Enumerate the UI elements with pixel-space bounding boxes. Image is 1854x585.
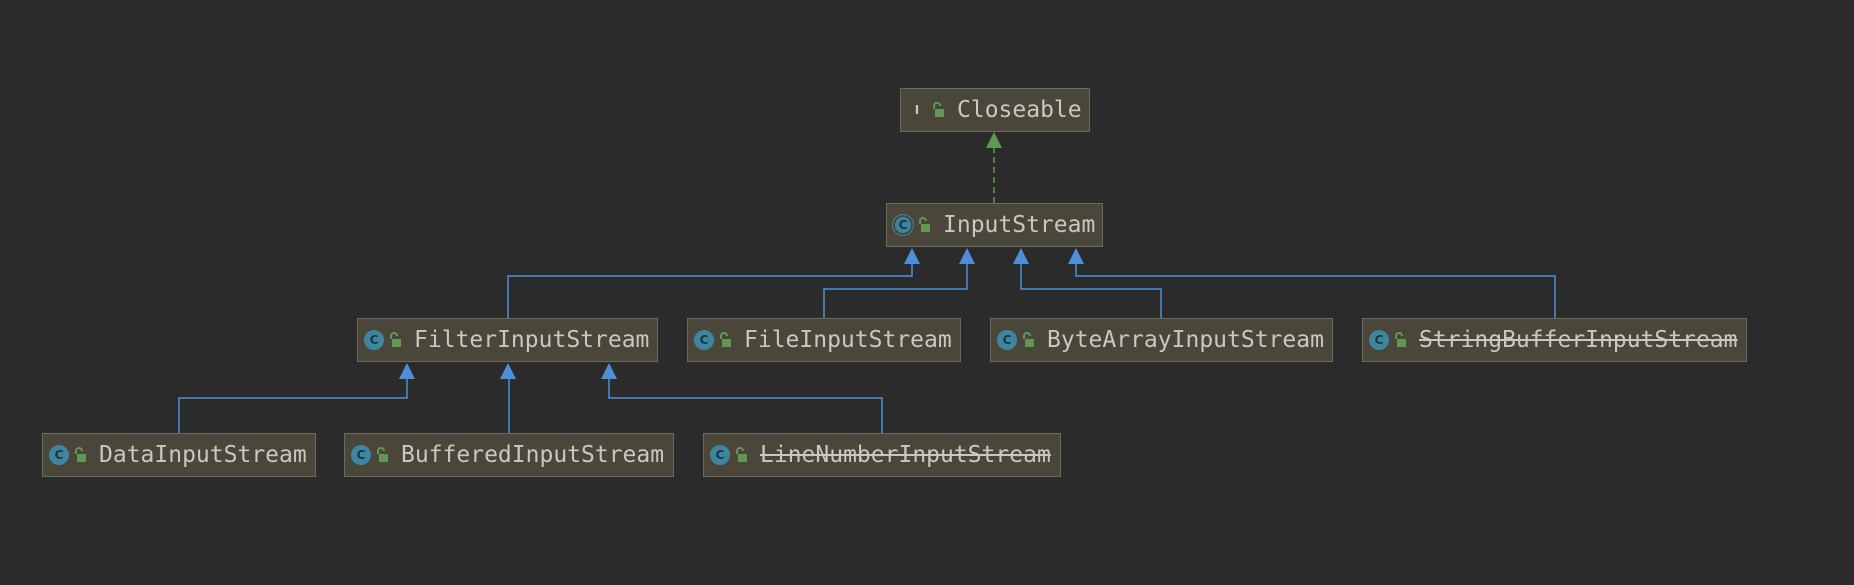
extends-arrowhead bbox=[399, 363, 415, 379]
class-node-bufferedinputstream[interactable]: C BufferedInputStream bbox=[344, 433, 674, 477]
extends-edge-datainputstream-filterinputstream bbox=[178, 379, 408, 433]
extends-arrowhead bbox=[959, 248, 975, 264]
class-node-fileinputstream[interactable]: C FileInputStream bbox=[687, 318, 961, 362]
extends-arrowhead bbox=[1068, 248, 1084, 264]
class-node-datainputstream[interactable]: C DataInputStream bbox=[42, 433, 316, 477]
class-node-linenumberinputstream[interactable]: C LineNumberInputStream bbox=[703, 433, 1061, 477]
class-icon: C bbox=[1369, 330, 1389, 350]
extends-arrowhead bbox=[1013, 248, 1029, 264]
class-icon: C bbox=[351, 445, 371, 465]
extends-edge-bytearrayinputstream-inputstream bbox=[1020, 264, 1162, 318]
open-lock-icon bbox=[390, 332, 401, 347]
open-lock-icon bbox=[1023, 332, 1034, 347]
class-name: InputStream bbox=[943, 212, 1096, 238]
extends-edge-fileinputstream-inputstream bbox=[823, 264, 968, 318]
extends-arrowhead bbox=[601, 363, 617, 379]
class-node-bytearrayinputstream[interactable]: C ByteArrayInputStream bbox=[990, 318, 1333, 362]
class-icon: C bbox=[710, 445, 730, 465]
class-name: BufferedInputStream bbox=[401, 442, 665, 468]
implements-arrowhead bbox=[986, 132, 1002, 148]
open-lock-icon bbox=[1395, 332, 1406, 347]
open-lock-icon bbox=[736, 447, 747, 462]
class-name: ByteArrayInputStream bbox=[1047, 327, 1324, 353]
class-icon: C bbox=[694, 330, 714, 350]
class-node-closeable[interactable]: I Closeable bbox=[900, 88, 1090, 132]
interface-icon: I bbox=[914, 103, 920, 117]
abstract-class-icon: C bbox=[893, 215, 913, 235]
open-lock-icon bbox=[720, 332, 731, 347]
extends-arrowhead bbox=[500, 363, 516, 379]
open-lock-icon bbox=[919, 217, 930, 232]
class-name: FileInputStream bbox=[744, 327, 952, 353]
class-name-deprecated: LineNumberInputStream bbox=[760, 442, 1051, 468]
extends-edge-linenumberinputstream-filterinputstream bbox=[608, 379, 883, 433]
class-name-deprecated: StringBufferInputStream bbox=[1419, 327, 1738, 353]
class-node-stringbufferinputstream[interactable]: C StringBufferInputStream bbox=[1362, 318, 1747, 362]
extends-edge-stringbufferinputstream-inputstream bbox=[1075, 264, 1556, 318]
class-node-inputstream[interactable]: C InputStream bbox=[886, 203, 1103, 247]
extends-edge-filterinputstream-inputstream bbox=[507, 264, 913, 318]
open-lock-icon bbox=[75, 447, 86, 462]
extends-arrowhead bbox=[904, 248, 920, 264]
class-icon: C bbox=[49, 445, 69, 465]
open-lock-icon bbox=[933, 102, 944, 117]
open-lock-icon bbox=[377, 447, 388, 462]
class-icon: C bbox=[364, 330, 384, 350]
class-node-filterinputstream[interactable]: C FilterInputStream bbox=[357, 318, 658, 362]
class-icon: C bbox=[997, 330, 1017, 350]
class-name: DataInputStream bbox=[99, 442, 307, 468]
class-name: FilterInputStream bbox=[414, 327, 650, 353]
class-name: Closeable bbox=[957, 97, 1082, 123]
